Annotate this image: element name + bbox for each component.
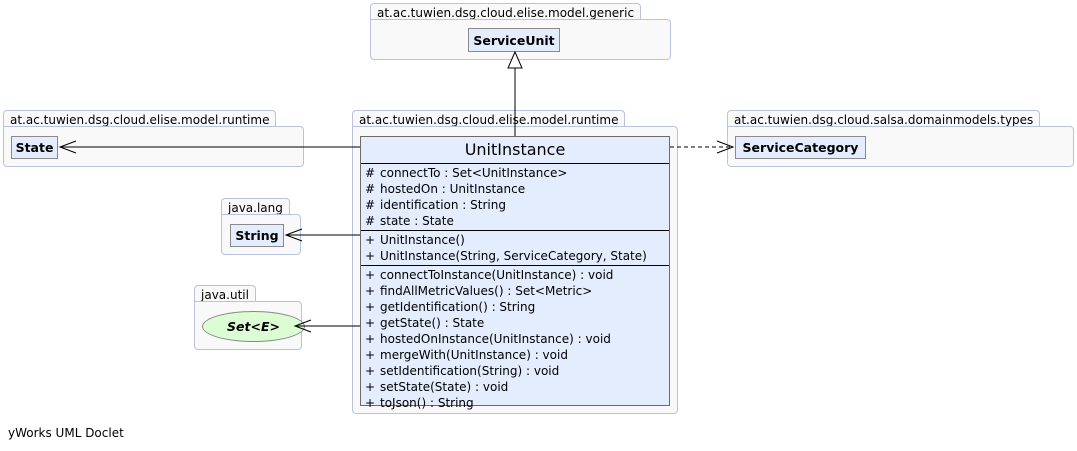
visibility-marker: + xyxy=(365,284,376,298)
method-row: + findAllMetricValues() : Set<Metric> xyxy=(365,283,669,299)
association-set-arrowhead xyxy=(293,319,312,333)
field-row: # hostedOn : UnitInstance xyxy=(365,181,669,197)
class-string: String xyxy=(230,224,284,247)
constructor-compartment: + UnitInstance() + UnitInstance(String, Ser… xyxy=(361,231,669,266)
visibility-marker: # xyxy=(365,214,376,228)
member-signature: connectTo : Set<UnitInstance> xyxy=(380,166,568,180)
method-row: + connectToInstance(UnitInstance) : void xyxy=(365,267,669,283)
member-signature: hostedOn : UnitInstance xyxy=(380,182,526,196)
method-row: + setIdentification(String) : void xyxy=(365,363,669,379)
method-row: + hostedOnInstance(UnitInstance) : void xyxy=(365,331,669,347)
visibility-marker: # xyxy=(365,182,376,196)
method-row: + getState() : State xyxy=(365,315,669,331)
visibility-marker: + xyxy=(365,268,376,282)
member-signature: hostedOnInstance(UnitInstance) : void xyxy=(380,332,611,346)
member-signature: state : State xyxy=(380,214,454,228)
member-signature: identification : String xyxy=(380,198,506,212)
visibility-marker: + xyxy=(365,396,376,410)
constructor-row: + UnitInstance() xyxy=(365,232,669,248)
class-state: State xyxy=(11,136,58,159)
package-tab-generic: at.ac.tuwien.dsg.cloud.elise.model.gener… xyxy=(370,3,642,20)
visibility-marker: + xyxy=(365,300,376,314)
class-unit-instance: UnitInstance # connectTo : Set<UnitInstan… xyxy=(360,136,670,410)
visibility-marker: # xyxy=(365,166,376,180)
package-tab-lang: java.lang xyxy=(221,198,290,215)
member-signature: connectToInstance(UnitInstance) : void xyxy=(380,268,614,282)
package-tab-salsa: at.ac.tuwien.dsg.cloud.salsa.domainmodel… xyxy=(727,110,1041,127)
association-state-arrowhead xyxy=(58,140,77,154)
package-salsa xyxy=(727,126,1074,167)
visibility-marker: + xyxy=(365,348,376,362)
association-string-arrowhead xyxy=(284,228,303,242)
visibility-marker: + xyxy=(365,249,376,263)
visibility-marker: + xyxy=(365,364,376,378)
dependency-arrowhead xyxy=(716,140,735,154)
class-unit-instance-title: UnitInstance xyxy=(361,137,669,164)
package-tab-runtime-left: at.ac.tuwien.dsg.cloud.elise.model.runti… xyxy=(3,110,277,127)
member-signature: setState(State) : void xyxy=(380,380,509,394)
field-row: # connectTo : Set<UnitInstance> xyxy=(365,165,669,181)
field-compartment: # connectTo : Set<UnitInstance> # hostedOn … xyxy=(361,164,669,231)
member-signature: getIdentification() : String xyxy=(380,300,536,314)
member-signature: UnitInstance() xyxy=(380,233,465,247)
method-row: + mergeWith(UnitInstance) : void xyxy=(365,347,669,363)
visibility-marker: + xyxy=(365,332,376,346)
generalization-arrowhead xyxy=(507,50,523,69)
member-signature: getState() : State xyxy=(380,316,485,330)
member-signature: UnitInstance(String, ServiceCategory, St… xyxy=(380,249,647,263)
package-tab-runtime-main: at.ac.tuwien.dsg.cloud.elise.model.runti… xyxy=(352,110,626,127)
class-service-category: ServiceCategory xyxy=(735,136,866,159)
visibility-marker: # xyxy=(365,198,376,212)
field-row: # identification : String xyxy=(365,197,669,213)
interface-set: Set<E> xyxy=(202,311,305,342)
member-signature: mergeWith(UnitInstance) : void xyxy=(380,348,568,362)
method-compartment: +connectToInstance(UnitInstance) : void+… xyxy=(361,266,669,412)
footer-label: yWorks UML Doclet xyxy=(8,426,124,440)
member-signature: setIdentification(String) : void xyxy=(380,364,560,378)
member-signature: findAllMetricValues() : Set<Metric> xyxy=(380,284,593,298)
method-row: + toJson() : String xyxy=(365,395,669,411)
method-row: + getIdentification() : String xyxy=(365,299,669,315)
constructor-row: + UnitInstance(String, ServiceCategory, S… xyxy=(365,248,669,264)
member-signature: toJson() : String xyxy=(380,396,474,410)
visibility-marker: + xyxy=(365,316,376,330)
package-tab-util: java.util xyxy=(194,285,256,302)
visibility-marker: + xyxy=(365,380,376,394)
method-row: + setState(State) : void xyxy=(365,379,669,395)
visibility-marker: + xyxy=(365,233,376,247)
class-service-unit: ServiceUnit xyxy=(468,28,560,52)
field-row: # state : State xyxy=(365,213,669,229)
